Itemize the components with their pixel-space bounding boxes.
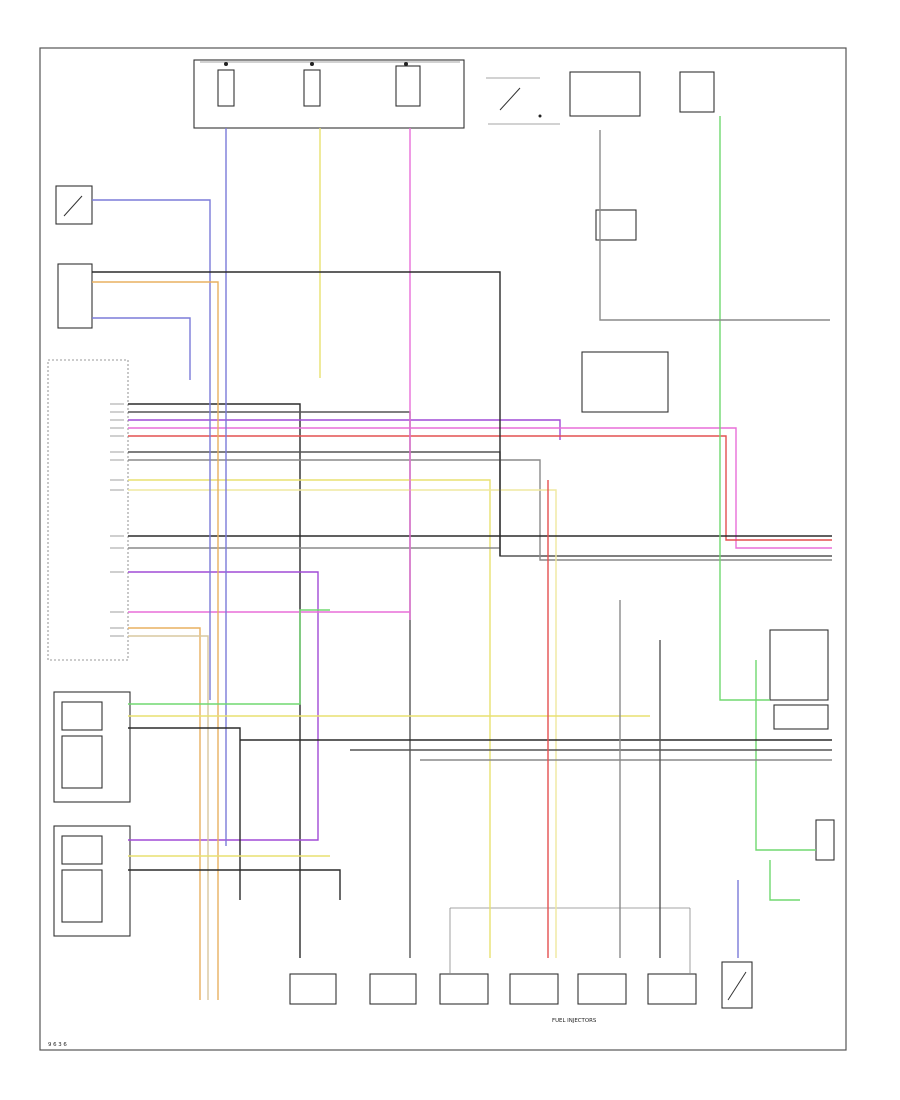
ignition-fuse-block — [569, 71, 715, 241]
vss-sensor — [55, 185, 93, 225]
engine-control-module — [47, 359, 129, 661]
front-heated-oxygen-sensor — [53, 691, 131, 803]
inhibitor-switch-block — [769, 629, 829, 730]
wires — [92, 116, 832, 1000]
rear-heated-oxygen-sensor — [53, 825, 131, 937]
diagram-code: 9 6 3 6 — [48, 1042, 67, 1048]
fuel-injectors-label: FUEL INJECTORS — [552, 1018, 597, 1024]
data-link-connector — [815, 819, 835, 861]
underhood-fuse-relay-box — [193, 59, 465, 129]
hot-at-all-times-switch — [486, 77, 560, 125]
oil-pressure-sensor — [57, 263, 93, 329]
injector-and-sensor-row — [289, 907, 753, 1009]
relay-connector-stacks — [581, 351, 669, 413]
pin-label-ticks — [110, 403, 124, 637]
diagram-border — [39, 47, 847, 1051]
